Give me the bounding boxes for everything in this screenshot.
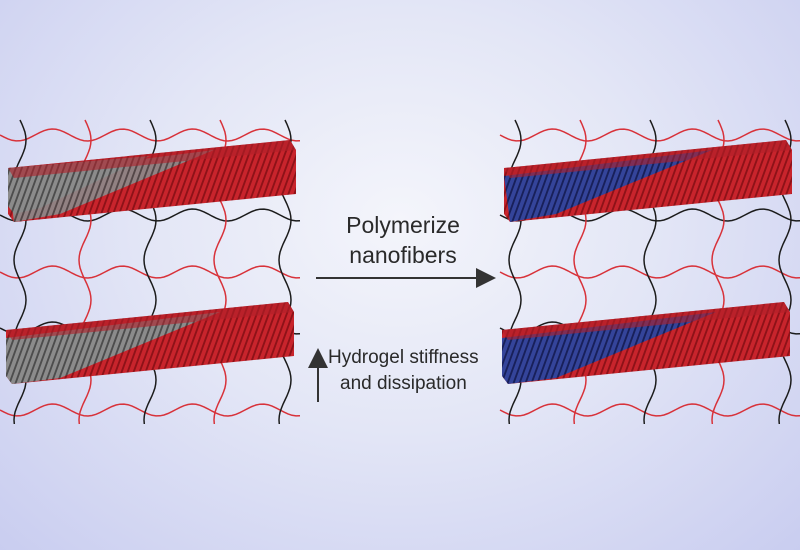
network-strand-h — [0, 403, 301, 417]
nanofiber-right-top — [504, 140, 792, 222]
stiffness-line-2: and dissipation — [340, 373, 467, 394]
network-strand-h — [499, 403, 800, 417]
nanofiber-left-bottom — [6, 302, 294, 384]
network-strand-h — [499, 128, 800, 142]
network-strand-h — [499, 265, 800, 279]
polymerize-line-1: Polymerize — [346, 212, 460, 238]
stiffness-label: Hydrogel stiffness and dissipation — [328, 345, 498, 397]
stiffness-line-1: Hydrogel stiffness — [328, 347, 479, 368]
network-strand-h — [0, 265, 301, 279]
nanofiber-right-bottom — [502, 302, 790, 384]
network-strand-h — [0, 128, 301, 142]
polymerize-line-2: nanofibers — [349, 242, 457, 268]
nanofiber-left-top — [8, 140, 296, 222]
polymerize-label: Polymerize nanofibers — [318, 210, 488, 270]
